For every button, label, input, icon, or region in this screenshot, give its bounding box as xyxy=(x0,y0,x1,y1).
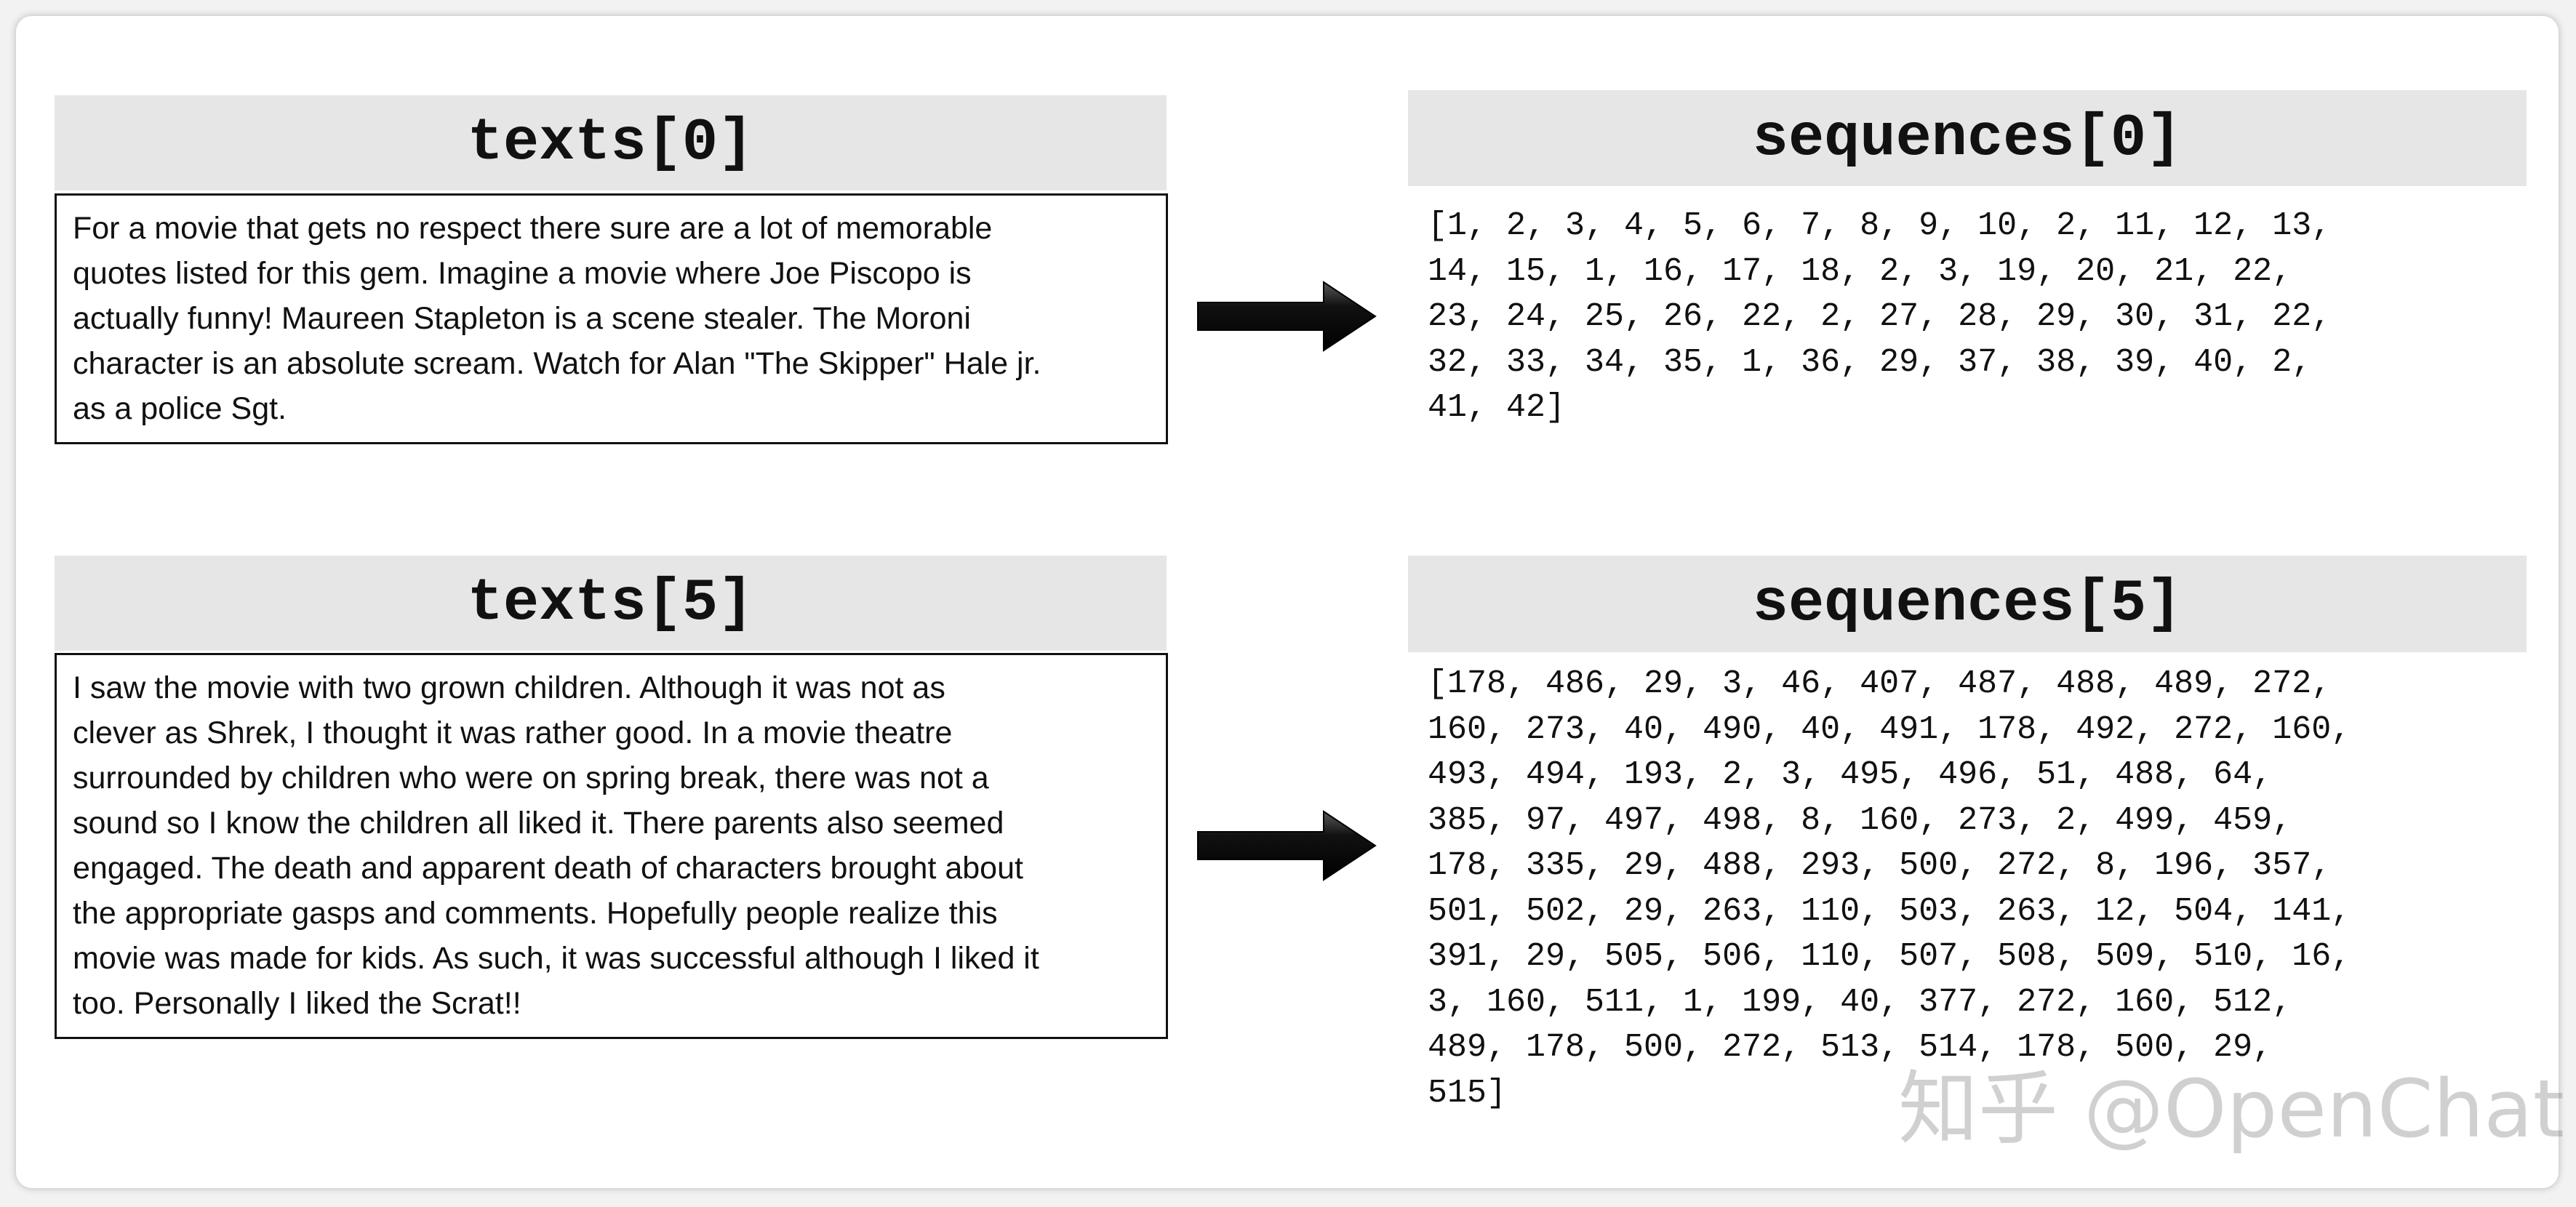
text-line: actually funny! Maureen Stapleton is a s… xyxy=(73,301,971,336)
sequence-line: 493, 494, 193, 2, 3, 495, 496, 51, 488, … xyxy=(1428,756,2273,793)
text-line: as a police Sgt. xyxy=(73,391,287,426)
right-arrow-icon xyxy=(1197,281,1377,352)
sequence-line: 14, 15, 1, 16, 17, 18, 2, 3, 19, 20, 21,… xyxy=(1428,252,2292,290)
text-line: For a movie that gets no respect there s… xyxy=(73,211,993,246)
text-line: movie was made for kids. As such, it was… xyxy=(73,941,1039,976)
texts-5-box: I saw the movie with two grown children.… xyxy=(55,653,1168,1039)
sequence-line: 160, 273, 40, 490, 40, 491, 178, 492, 27… xyxy=(1428,710,2351,748)
text-line: surrounded by children who were on sprin… xyxy=(73,761,989,795)
texts-5-header: texts[5] xyxy=(55,556,1167,651)
sequence-line: 501, 502, 29, 263, 110, 503, 263, 12, 50… xyxy=(1428,892,2351,930)
sequences-5-header: sequences[5] xyxy=(1408,556,2527,652)
sequence-line: [178, 486, 29, 3, 46, 407, 487, 488, 489… xyxy=(1428,665,2332,702)
text-line: quotes listed for this gem. Imagine a mo… xyxy=(73,256,972,291)
sequence-line: 23, 24, 25, 26, 22, 2, 27, 28, 29, 30, 3… xyxy=(1428,298,2332,335)
text-line: the appropriate gasps and comments. Hope… xyxy=(73,896,998,931)
text-line: character is an absolute scream. Watch f… xyxy=(73,346,1041,381)
sequence-line: 32, 33, 34, 35, 1, 36, 29, 37, 38, 39, 4… xyxy=(1428,343,2312,381)
right-arrow-icon xyxy=(1197,810,1377,881)
sequences-0-values: [1, 2, 3, 4, 5, 6, 7, 8, 9, 10, 2, 11, 1… xyxy=(1428,204,2331,431)
sequence-line: 515] xyxy=(1428,1074,1507,1112)
sequence-line: 385, 97, 497, 498, 8, 160, 273, 2, 499, … xyxy=(1428,801,2292,839)
sequences-0-header: sequences[0] xyxy=(1408,90,2527,186)
sequence-line: 41, 42] xyxy=(1428,389,1566,426)
text-line: clever as Shrek, I thought it was rather… xyxy=(73,715,953,750)
texts-0-header: texts[0] xyxy=(55,95,1167,191)
text-line: engaged. The death and apparent death of… xyxy=(73,851,1023,886)
text-line: sound so I know the children all liked i… xyxy=(73,806,1004,841)
text-line: too. Personally I liked the Scrat!! xyxy=(73,986,521,1021)
text-line: I saw the movie with two grown children.… xyxy=(73,670,945,705)
texts-0-box: For a movie that gets no respect there s… xyxy=(55,193,1168,444)
sequences-5-values: [178, 486, 29, 3, 46, 407, 487, 488, 489… xyxy=(1428,662,2351,1116)
sequence-line: 3, 160, 511, 1, 199, 40, 377, 272, 160, … xyxy=(1428,983,2292,1021)
sequence-line: 391, 29, 505, 506, 110, 507, 508, 509, 5… xyxy=(1428,938,2351,975)
watermark: 知乎 @OpenChat xyxy=(1898,1062,2564,1155)
sequence-line: 489, 178, 500, 272, 513, 514, 178, 500, … xyxy=(1428,1029,2273,1066)
sequence-line: 178, 335, 29, 488, 293, 500, 272, 8, 196… xyxy=(1428,847,2332,884)
sequence-line: [1, 2, 3, 4, 5, 6, 7, 8, 9, 10, 2, 11, 1… xyxy=(1428,207,2332,244)
